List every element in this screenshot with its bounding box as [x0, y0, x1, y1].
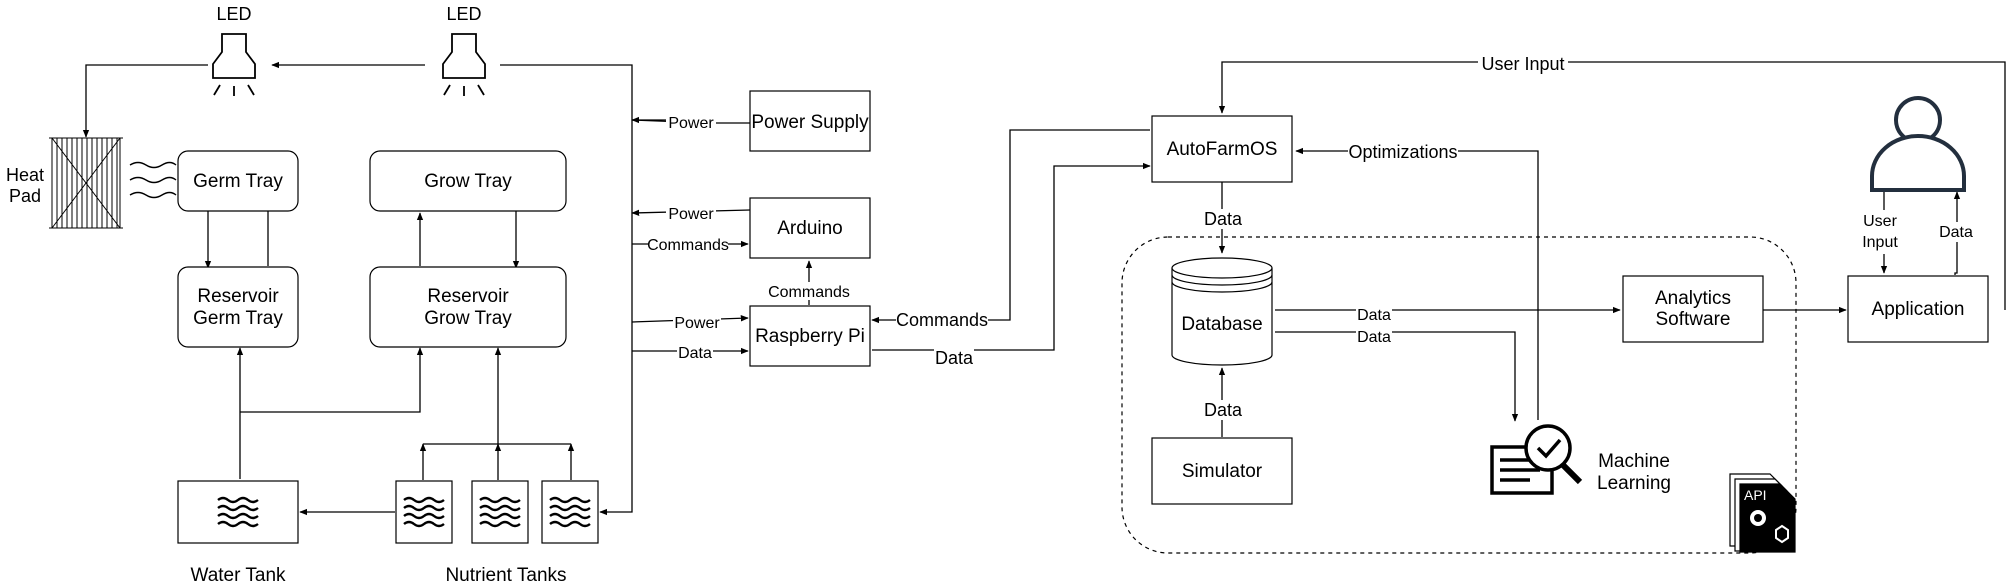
os-to-pi-commands	[871, 129, 1150, 324]
nutrient-tank-1	[395, 480, 453, 544]
water-tank-label: Water Tank	[190, 565, 286, 583]
nutrient-tanks-label: Nutrient Tanks	[445, 565, 566, 583]
grow-tray-label: Grow Tray	[424, 171, 512, 192]
application-box: Application	[1847, 275, 1989, 343]
edge-label-user-input-1: User	[1863, 213, 1897, 230]
reservoir-grow-tray-box: Reservoir Grow Tray	[369, 266, 567, 348]
water-waves-icon	[217, 496, 259, 528]
reservoir-germ-label-1: Reservoir	[197, 286, 279, 307]
grow-tray-box: Grow Tray	[369, 150, 567, 212]
nutrient-1-waves-icon	[403, 496, 445, 528]
raspberry-pi-box: Raspberry Pi	[749, 305, 871, 367]
led-right-label: LED	[446, 4, 481, 24]
edge-label-commands-os-pi: Commands	[896, 310, 988, 330]
edge-label-data-1: Data	[678, 345, 712, 362]
simulator-box: Simulator	[1151, 437, 1293, 505]
heat-pad-icon	[49, 137, 123, 229]
application-label: Application	[1872, 299, 1965, 320]
edge-label-power-1: Power	[668, 115, 714, 132]
autofarmos-label: AutoFarmOS	[1167, 139, 1278, 160]
water-to-grow-reservoir	[240, 347, 424, 413]
analytics-label-2: Software	[1656, 309, 1731, 330]
machine-learning-icon	[1490, 424, 1583, 495]
analytics-software-box: Analytics Software	[1622, 275, 1764, 343]
edge-label-data-app-user: Data	[1939, 224, 1973, 241]
analytics-label-1: Analytics	[1655, 288, 1731, 309]
nutrient-2-waves-icon	[479, 496, 521, 528]
edge-label-data-db-ml: Data	[1357, 329, 1391, 346]
nutrient-tank-3	[541, 480, 599, 544]
software-region	[1121, 236, 1797, 554]
edge-label-power-2: Power	[668, 206, 714, 223]
led-bus-line	[500, 64, 633, 516]
water-tank-box	[177, 480, 299, 544]
autofarmos-box: AutoFarmOS	[1151, 115, 1293, 183]
reservoir-grow-label-1: Reservoir	[427, 286, 509, 307]
simulator-label: Simulator	[1182, 461, 1263, 482]
raspberry-pi-label: Raspberry Pi	[755, 326, 865, 347]
heat-waves-icon	[129, 161, 177, 199]
edge-label-user-input-top: User Input	[1481, 54, 1564, 74]
db-to-ml-arrow	[1275, 331, 1519, 422]
user-input-top-line	[1218, 61, 2006, 310]
optimizations-line	[1295, 147, 1539, 420]
edge-label-data-sim-db: Data	[1204, 400, 1243, 420]
machine-learning-label-1: Machine	[1598, 451, 1670, 472]
heat-pad-label-1: Heat	[6, 165, 44, 185]
led-left-icon	[212, 33, 256, 96]
nutrient-3-waves-icon	[549, 496, 591, 528]
database-icon	[1171, 257, 1273, 366]
nutrient-tank-2	[471, 480, 529, 544]
germ-tray-label: Germ Tray	[193, 171, 283, 192]
power-supply-label: Power Supply	[751, 112, 869, 133]
edge-label-power-3: Power	[674, 315, 720, 332]
edge-labels: Power Power Commands Power Data Commands…	[647, 54, 1977, 420]
arduino-label: Arduino	[777, 218, 843, 239]
reservoir-germ-tray-box: Reservoir Germ Tray	[177, 266, 299, 348]
arduino-box: Arduino	[749, 197, 871, 259]
reservoir-germ-label-2: Germ Tray	[193, 308, 283, 329]
api-icon: API	[1729, 473, 1796, 553]
germ-tray-box: Germ Tray	[177, 150, 299, 212]
edge-label-commands-1: Commands	[647, 237, 729, 254]
api-label: API	[1744, 487, 1767, 503]
edge-label-user-input-2: Input	[1862, 234, 1898, 251]
edge-label-commands-pi-arduino: Commands	[768, 284, 850, 301]
led-to-heatpad-arrow	[82, 64, 208, 138]
led-right-icon	[442, 33, 486, 96]
user-icon	[1870, 96, 1966, 192]
database-label: Database	[1181, 314, 1262, 335]
machine-learning-label-2: Learning	[1597, 473, 1671, 494]
edge-label-data-os-db: Data	[1204, 209, 1243, 229]
edge-label-data-pi-os: Data	[935, 348, 974, 368]
heat-pad-label-2: Pad	[9, 186, 41, 206]
power-supply-box: Power Supply	[749, 90, 871, 152]
edge-label-data-db-analytics: Data	[1357, 307, 1391, 324]
edge-label-optimizations: Optimizations	[1348, 142, 1457, 162]
led-left-label: LED	[216, 4, 251, 24]
reservoir-grow-label-2: Grow Tray	[424, 308, 512, 329]
